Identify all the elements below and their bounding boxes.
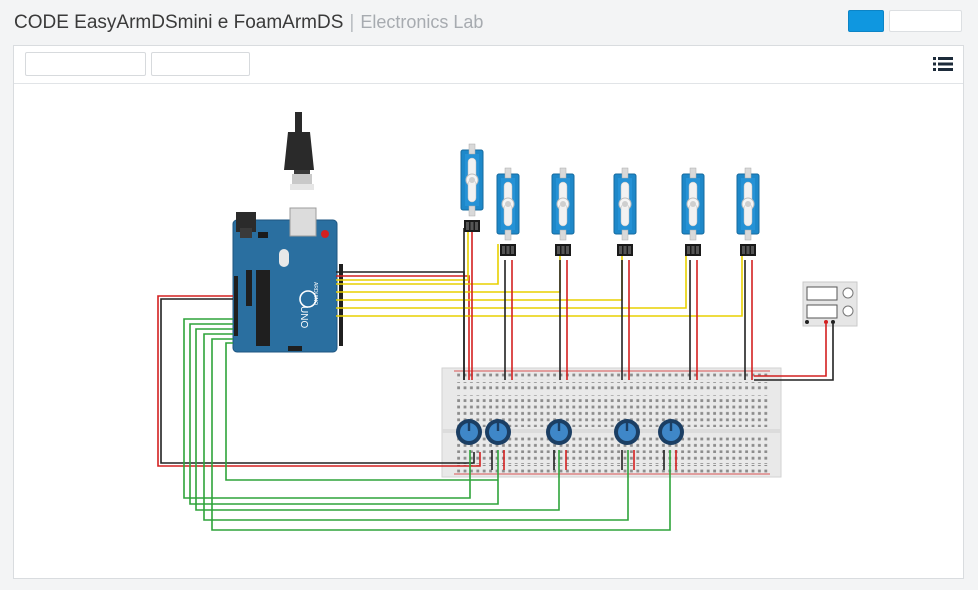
page-title: CODE EasyArmDSmini e FoamArmDS|Electroni… (14, 12, 483, 34)
potentiometer-5[interactable] (658, 419, 684, 445)
workspace-panel: ARDUINO UNO (13, 45, 964, 579)
potentiometer-4[interactable] (614, 419, 640, 445)
workspace-toolbar (14, 46, 963, 84)
list-view-icon[interactable] (933, 56, 953, 72)
primary-action-button[interactable] (848, 10, 884, 32)
circuit-canvas[interactable]: ARDUINO UNO (14, 84, 963, 578)
power-supply[interactable] (802, 281, 858, 327)
wiring (157, 228, 834, 531)
design-title: CODE EasyArmDSmini e FoamArmDS (14, 12, 344, 33)
potentiometer-3[interactable] (546, 419, 572, 445)
arduino-uno-board[interactable]: ARDUINO UNO (232, 207, 343, 353)
app-subtitle: Electronics Lab (360, 12, 484, 32)
usb-cable (284, 112, 314, 190)
board-model-label: UNO (298, 306, 309, 328)
potentiometer-2[interactable] (485, 419, 511, 445)
board-brand-label: ARDUINO (312, 282, 318, 305)
toolbar-button-1[interactable] (25, 52, 146, 76)
secondary-action-button[interactable] (889, 10, 962, 32)
toolbar-button-2[interactable] (151, 52, 250, 76)
title-separator: | (349, 12, 355, 33)
potentiometer-1[interactable] (456, 419, 482, 445)
header-bar: CODE EasyArmDSmini e FoamArmDS|Electroni… (0, 0, 978, 46)
